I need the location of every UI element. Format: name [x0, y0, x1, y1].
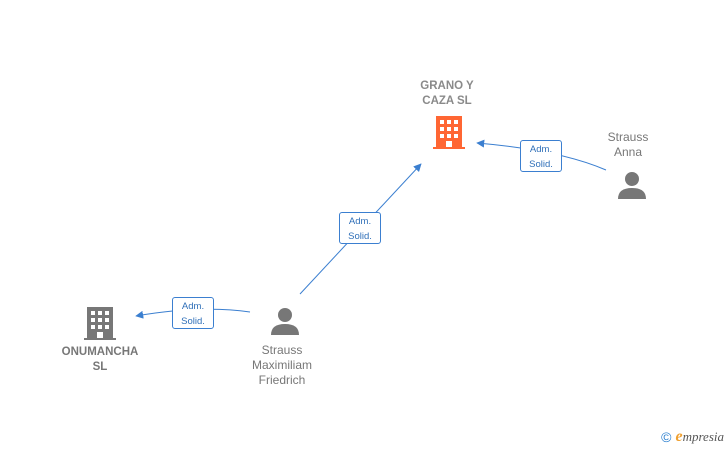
edge-label-line2: Solid.: [348, 231, 372, 242]
edge-label-line1: Adm.: [348, 216, 372, 227]
company-label-grano[interactable]: GRANO Y CAZA SL: [420, 80, 474, 107]
company-label-onumancha[interactable]: ONUMANCHA SL: [61, 346, 139, 373]
building-icon[interactable]: [433, 114, 465, 150]
edge-label-line2: Solid.: [181, 316, 205, 327]
person-label-strauss-maximiliam[interactable]: Strauss Maximiliam Friedrich: [252, 343, 312, 387]
copyright-icon: ©: [661, 429, 672, 445]
building-icon[interactable]: [84, 305, 116, 341]
edge-label-line2: Solid.: [529, 159, 553, 170]
person-icon[interactable]: [617, 170, 647, 200]
person-icon[interactable]: [270, 306, 300, 336]
edge-label-line1: Adm.: [181, 301, 205, 312]
brand-footer: © empresia: [661, 428, 724, 446]
edge-label-line1: Adm.: [529, 144, 553, 155]
edge-label-max-onumancha: Adm. Solid.: [172, 297, 214, 329]
edge-label-max-grano: Adm. Solid.: [339, 212, 381, 244]
brand-logo: empresia: [675, 428, 724, 445]
edge-label-anna-grano: Adm. Solid.: [520, 140, 562, 172]
person-label-strauss-anna[interactable]: Strauss Anna: [607, 130, 649, 159]
